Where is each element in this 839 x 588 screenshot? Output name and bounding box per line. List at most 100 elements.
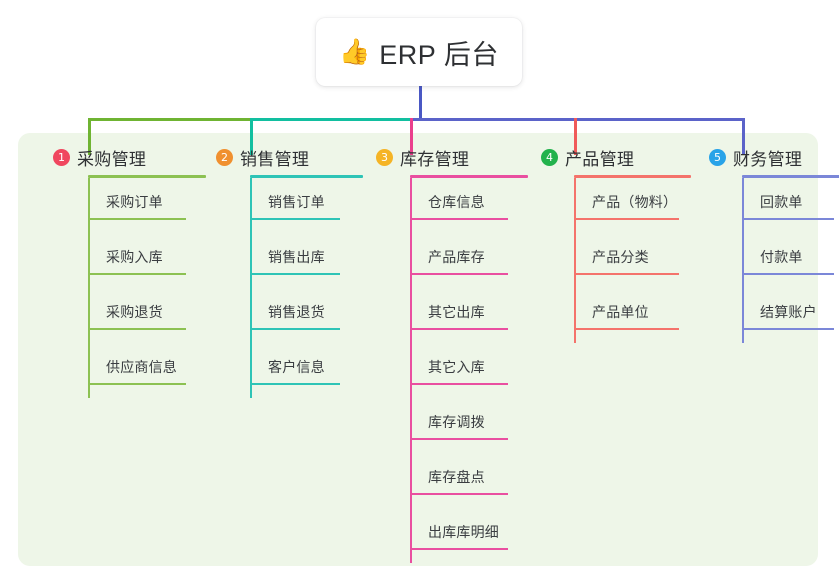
list-item[interactable]: 产品（物料） <box>574 178 691 233</box>
item-connector <box>250 343 252 398</box>
list-item[interactable]: 供应商信息 <box>88 343 206 398</box>
item-underline <box>410 273 508 275</box>
item-connector <box>574 288 576 343</box>
item-connector <box>410 233 412 288</box>
column-underline-1 <box>88 175 206 178</box>
item-connector <box>88 233 90 288</box>
column-underline-4 <box>574 175 691 178</box>
item-connector <box>410 288 412 343</box>
item-label: 产品库存 <box>428 249 485 265</box>
item-connector <box>742 233 744 288</box>
item-underline <box>410 383 508 385</box>
list-item[interactable]: 客户信息 <box>250 343 363 398</box>
list-item[interactable]: 采购退货 <box>88 288 206 343</box>
list-item[interactable]: 结算账户 <box>742 288 839 343</box>
column-header-3[interactable]: 3 库存管理 <box>359 145 528 169</box>
item-connector <box>574 233 576 288</box>
column-badge-1: 1 <box>53 148 70 166</box>
item-underline <box>410 328 508 330</box>
list-item[interactable]: 产品分类 <box>574 233 691 288</box>
teal-segment <box>250 118 412 121</box>
column-items-5: 回款单付款单结算账户 <box>742 178 839 343</box>
module-column-5: 5 财务管理回款单付款单结算账户 <box>692 145 839 343</box>
column-title-3: 库存管理 <box>400 149 470 169</box>
item-underline <box>88 273 186 275</box>
green-segment <box>88 118 252 121</box>
list-item[interactable]: 销售退货 <box>250 288 363 343</box>
item-label: 库存盘点 <box>428 469 485 485</box>
list-item[interactable]: 付款单 <box>742 233 839 288</box>
column-badge-3: 3 <box>376 148 393 166</box>
item-underline <box>250 328 340 330</box>
item-underline <box>410 438 508 440</box>
item-connector <box>250 178 252 233</box>
trunk-line <box>419 86 422 121</box>
item-connector <box>88 178 90 233</box>
list-item[interactable]: 产品库存 <box>410 233 528 288</box>
item-label: 供应商信息 <box>106 359 177 375</box>
column-header-5[interactable]: 5 财务管理 <box>692 145 839 169</box>
column-title-5: 财务管理 <box>733 149 803 169</box>
item-label: 采购入库 <box>106 249 163 265</box>
item-connector <box>250 288 252 343</box>
item-underline <box>88 328 186 330</box>
list-item[interactable]: 库存调拨 <box>410 398 528 453</box>
item-label: 采购订单 <box>106 194 163 210</box>
root-node-card[interactable]: 👍 ERP 后台 <box>316 18 522 86</box>
list-item[interactable]: 其它入库 <box>410 343 528 398</box>
list-item[interactable]: 仓库信息 <box>410 178 528 233</box>
item-label: 销售退货 <box>268 304 325 320</box>
item-underline <box>410 493 508 495</box>
column-underline-5 <box>742 175 839 178</box>
item-connector <box>410 453 412 508</box>
column-badge-5: 5 <box>709 148 726 166</box>
list-item[interactable]: 库存盘点 <box>410 453 528 508</box>
item-underline <box>88 383 186 385</box>
list-item[interactable]: 采购入库 <box>88 233 206 288</box>
item-label: 付款单 <box>760 249 803 265</box>
item-underline <box>574 328 679 330</box>
item-label: 产品单位 <box>592 304 649 320</box>
column-items-1: 采购订单采购入库采购退货供应商信息 <box>88 178 206 398</box>
list-item[interactable]: 销售订单 <box>250 178 363 233</box>
item-connector <box>410 178 412 233</box>
item-connector <box>410 508 412 563</box>
item-connector <box>574 178 576 233</box>
item-label: 库存调拨 <box>428 414 485 430</box>
item-label: 产品分类 <box>592 249 649 265</box>
column-items-2: 销售订单销售出库销售退货客户信息 <box>250 178 363 398</box>
item-connector <box>742 178 744 233</box>
item-connector <box>88 343 90 398</box>
item-label: 销售出库 <box>268 249 325 265</box>
list-item[interactable]: 产品单位 <box>574 288 691 343</box>
list-item[interactable]: 出库库明细 <box>410 508 528 563</box>
list-item[interactable]: 其它出库 <box>410 288 528 343</box>
root-node-title: ERP 后台 <box>379 39 499 70</box>
item-label: 回款单 <box>760 194 803 210</box>
drop-col5 <box>742 118 745 155</box>
item-label: 结算账户 <box>760 304 817 320</box>
item-underline <box>250 273 340 275</box>
item-underline <box>88 218 186 220</box>
column-title-2: 销售管理 <box>240 149 310 169</box>
list-item[interactable]: 回款单 <box>742 178 839 233</box>
blue-segment <box>410 118 745 121</box>
item-underline <box>742 273 834 275</box>
item-label: 出库库明细 <box>428 524 499 540</box>
list-item[interactable]: 采购订单 <box>88 178 206 233</box>
column-header-1[interactable]: 1 采购管理 <box>36 145 206 169</box>
item-underline <box>410 218 508 220</box>
item-label: 产品（物料） <box>592 194 678 210</box>
list-item[interactable]: 销售出库 <box>250 233 363 288</box>
item-label: 仓库信息 <box>428 194 485 210</box>
column-underline-3 <box>410 175 528 178</box>
column-title-1: 采购管理 <box>77 149 147 169</box>
item-underline <box>742 218 834 220</box>
item-underline <box>574 273 679 275</box>
item-connector <box>88 288 90 343</box>
